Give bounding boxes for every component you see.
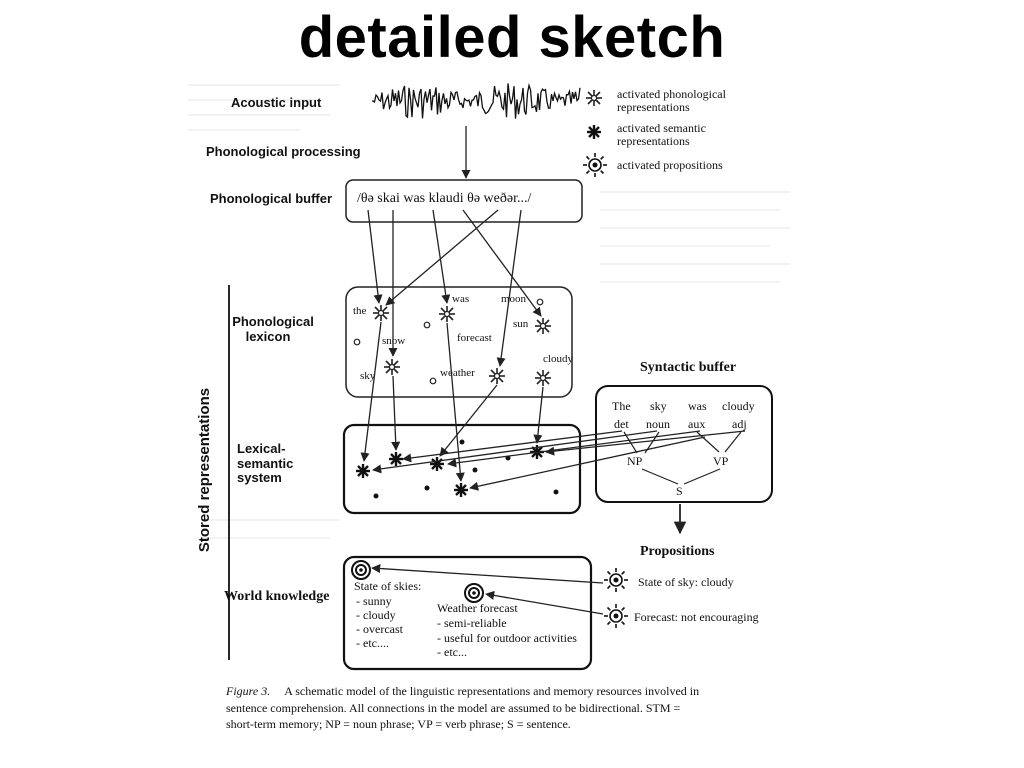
phonological-star-icon: [585, 89, 603, 107]
stored-representations-label: Stored representations: [196, 388, 213, 552]
legend-propositions-label: activated propositions: [617, 158, 723, 172]
world-knowledge-label: World knowledge: [224, 589, 329, 604]
forecast-item-2: - useful for outdoor activities: [437, 631, 577, 645]
skies-title: State of skies:: [354, 579, 421, 593]
lexicon-to-semantic-arrows: [360, 321, 544, 482]
propositions-to-knowledge-arrows: [371, 563, 604, 615]
lexicon-word-was: was: [452, 293, 469, 305]
phonological-buffer-label: Phonological buffer: [210, 191, 332, 206]
lexical-semantic-box: [342, 423, 582, 515]
lexicon-word-moon: moon: [501, 293, 527, 305]
figure-caption: Figure 3. A schematic model of the lingui…: [225, 684, 699, 731]
svg-text:Figure 3.A schematic model of: Figure 3. A schematic model of the lingui…: [225, 684, 699, 698]
slide-title: detailed sketch: [298, 5, 726, 70]
forecast-title: Weather forecast: [437, 601, 518, 615]
semantic-star-2: [387, 450, 405, 468]
phonological-buffer-text: /θə skai was klaudi θə weðər.../: [357, 191, 531, 206]
caption-figure-label: Figure 3.: [225, 684, 270, 698]
semantic-star-3: [428, 455, 446, 473]
lexicon-word-forecast: forecast: [457, 332, 492, 344]
caption-line-1: A schematic model of the linguistic repr…: [284, 684, 699, 698]
syntactic-tag-det: det: [614, 417, 629, 431]
skies-target-icon: [351, 560, 371, 580]
buffer-to-lexicon-arrows: [367, 209, 542, 367]
syntactic-word-cloudy: cloudy: [722, 399, 755, 413]
proposition-1-icon: [603, 567, 629, 593]
acoustic-waveform: [371, 82, 581, 119]
forecast-item-3: - etc...: [437, 645, 467, 659]
syntactic-word-sky: sky: [650, 399, 667, 413]
phonological-processing-label: Phonological processing: [206, 144, 361, 159]
skies-item-4: - etc....: [356, 636, 389, 650]
proposition-1-label: State of sky: cloudy: [638, 575, 734, 589]
phonological-lexicon-box: [345, 286, 573, 398]
syntactic-s: S: [676, 484, 683, 498]
inactive-semantic-nodes: [373, 439, 559, 499]
propositions-title: Propositions: [640, 544, 715, 559]
syntactic-word-the: The: [612, 399, 631, 413]
inactive-lexicon-nodes: [353, 298, 544, 385]
lexicon-star-sky: [383, 358, 401, 376]
skies-item-2: - cloudy: [356, 608, 396, 622]
world-knowledge-box: [342, 555, 593, 671]
syntactic-tag-adj: adj: [732, 417, 747, 431]
semantic-star-1: [354, 462, 372, 480]
lexicon-word-sun: sun: [513, 318, 529, 330]
proposition-2-icon: [603, 603, 629, 629]
syntax-to-semantic-arrows: [372, 430, 746, 491]
lexicon-word-sky: sky: [360, 370, 376, 382]
lexicon-star-was: [438, 305, 456, 323]
semantic-star-5: [452, 481, 470, 499]
lexicon-star-the: [372, 304, 390, 322]
lexicon-word-weather: weather: [440, 367, 475, 379]
skies-item-3: - overcast: [356, 622, 404, 636]
syntactic-tag-aux: aux: [688, 417, 705, 431]
syntactic-word-was: was: [688, 399, 707, 413]
lexicon-star-weather: [488, 367, 506, 385]
lexicon-star-cloudy: [534, 369, 552, 387]
caption-line-3: short-term memory; NP = noun phrase; VP …: [226, 717, 571, 731]
forecast-item-1: - semi-reliable: [437, 616, 507, 630]
syntactic-tag-noun: noun: [646, 417, 670, 431]
syntactic-vp: VP: [713, 454, 729, 468]
caption-line-2: sentence comprehension. All connections …: [226, 701, 681, 715]
forecast-target-icon: [464, 583, 484, 603]
proposition-sun-icon: [582, 152, 608, 178]
syntactic-np: NP: [627, 454, 643, 468]
proposition-2-label: Forecast: not encouraging: [634, 610, 759, 624]
syntactic-buffer-title: Syntactic buffer: [640, 360, 736, 375]
lexicon-word-the: the: [353, 305, 367, 317]
semantic-star-icon: [585, 123, 603, 141]
phonological-buffer-box: [345, 179, 583, 223]
lexicon-star-sun: [534, 317, 552, 335]
acoustic-input-label: Acoustic input: [231, 95, 322, 110]
scan-background-noise: [188, 84, 790, 539]
lexicon-word-cloudy: cloudy: [543, 353, 573, 365]
skies-item-1: - sunny: [356, 594, 392, 608]
